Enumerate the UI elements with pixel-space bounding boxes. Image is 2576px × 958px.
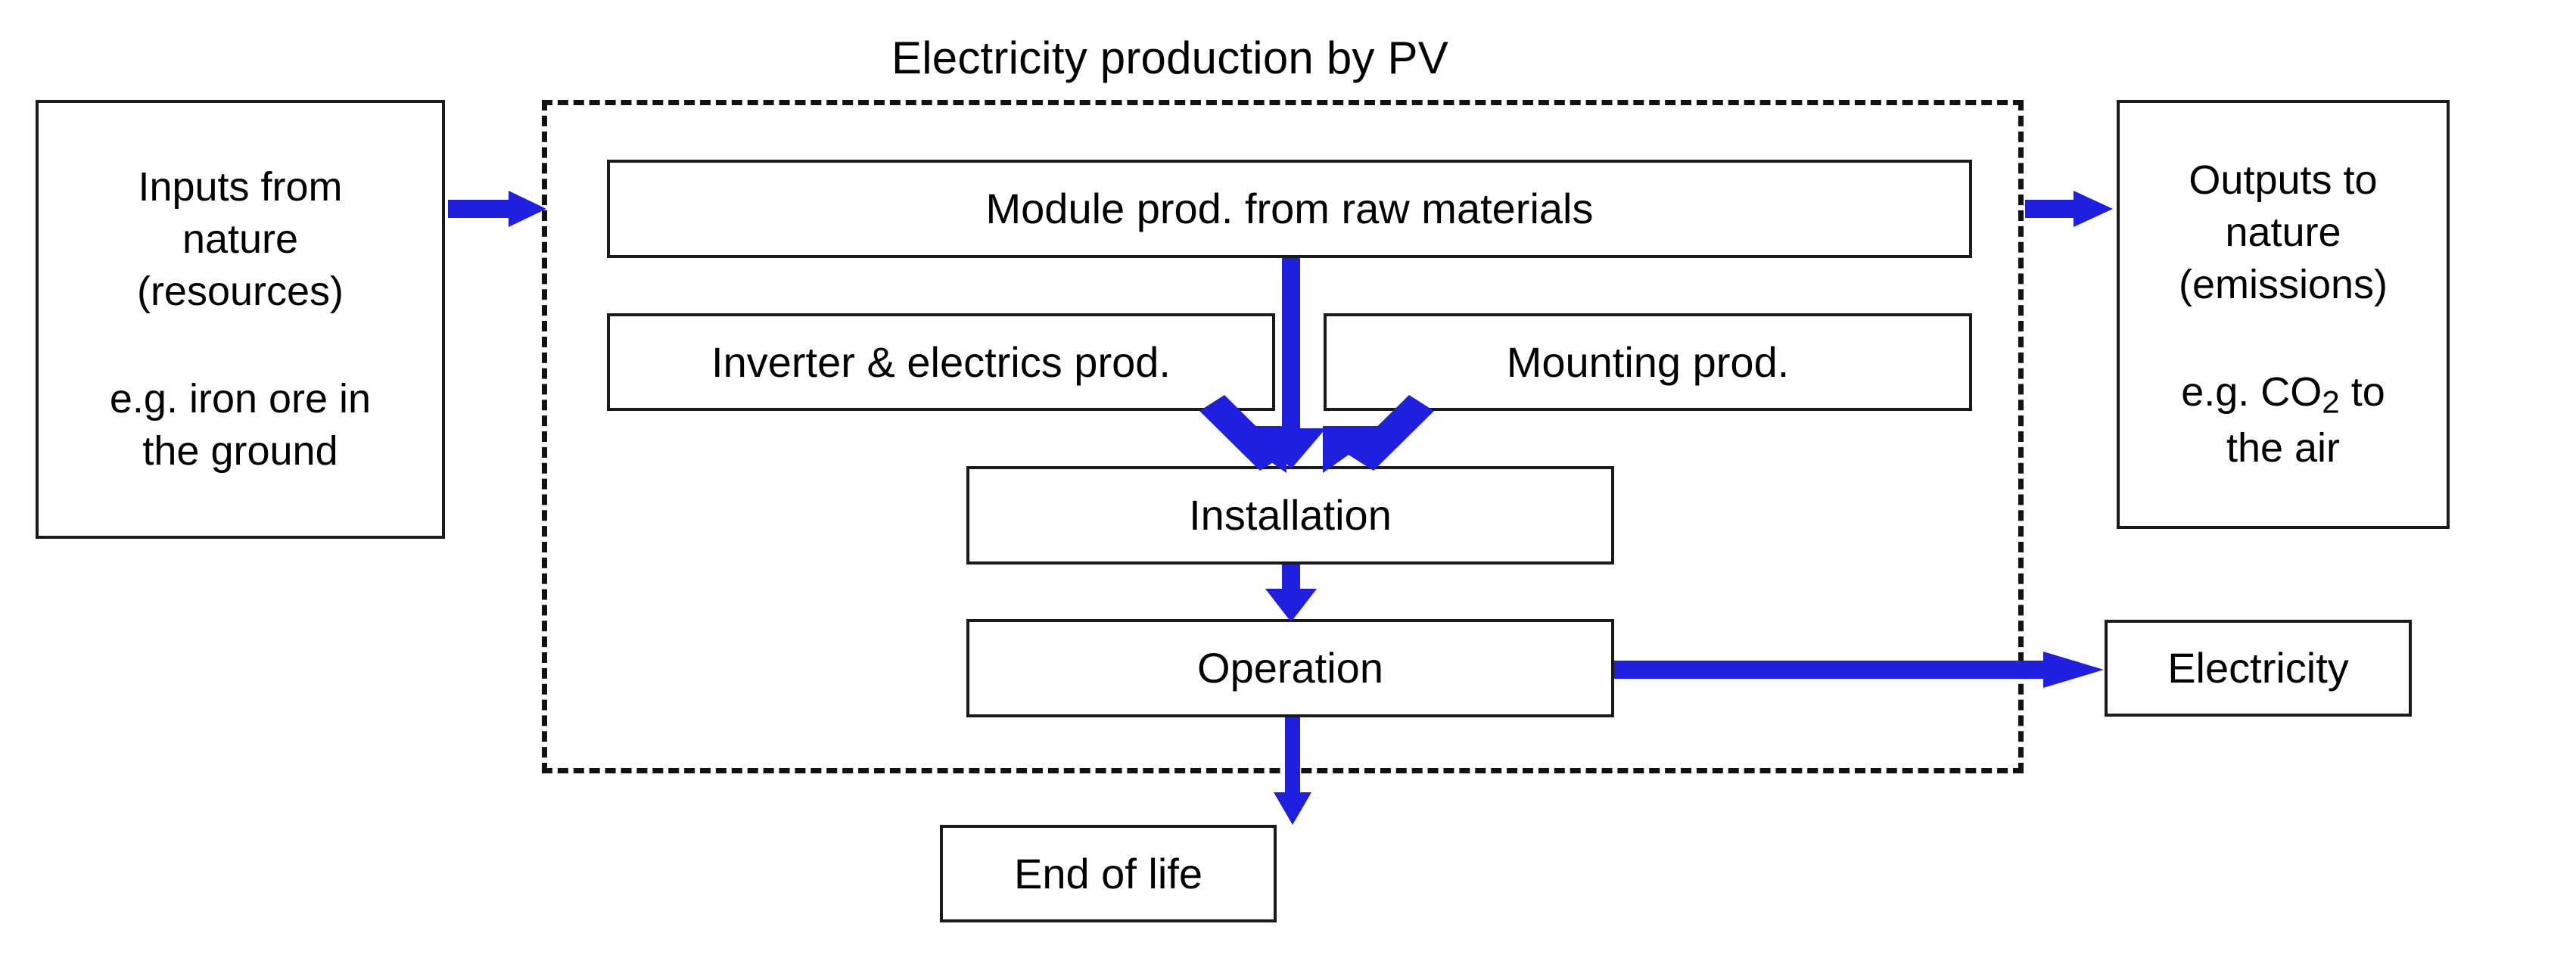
box-inverter-electrics-production[interactable]: Inverter & electrics prod. xyxy=(607,313,1275,411)
box-outputs-line2: nature xyxy=(2225,209,2341,255)
box-inputs-line2: nature xyxy=(182,216,299,262)
box-inverter-label: Inverter & electrics prod. xyxy=(711,337,1171,386)
box-inputs-line1: Inputs from xyxy=(138,163,343,210)
box-module-production[interactable]: Module prod. from raw materials xyxy=(607,160,1972,258)
arrow-system-to-outputs xyxy=(2025,191,2113,227)
box-outputs-example-line2: the air xyxy=(2226,425,2341,471)
box-electricity[interactable]: Electricity xyxy=(2105,620,2412,717)
box-outputs-line1: Outputs to xyxy=(2189,157,2378,203)
box-mounting-label: Mounting prod. xyxy=(1506,337,1790,386)
box-outputs-example-suffix: to xyxy=(2339,369,2385,415)
system-boundary-dashed-box xyxy=(542,100,2024,773)
box-inputs-line3: (resources) xyxy=(136,269,344,314)
box-inputs-example-line2: the ground xyxy=(142,428,338,474)
box-mounting-production[interactable]: Mounting prod. xyxy=(1324,313,1972,411)
box-end-of-life-label: End of life xyxy=(1013,849,1203,897)
box-inputs-example-line1: e.g. iron ore in xyxy=(109,376,372,421)
box-installation[interactable]: Installation xyxy=(966,466,1614,565)
box-outputs-line3: (emissions) xyxy=(2178,261,2388,307)
box-outputs-text: Outputs to nature (emissions) e.g. CO2 t… xyxy=(2120,154,2447,475)
box-operation[interactable]: Operation xyxy=(966,619,1614,717)
box-installation-label: Installation xyxy=(1189,491,1392,540)
system-boundary-title: Electricity production by PV xyxy=(891,33,1448,83)
box-operation-label: Operation xyxy=(1197,644,1383,692)
box-outputs-example-subscript: 2 xyxy=(2322,384,2340,420)
box-inputs-from-nature[interactable]: Inputs from nature (resources) e.g. iron… xyxy=(36,100,445,539)
box-end-of-life[interactable]: End of life xyxy=(940,825,1277,922)
box-module-label: Module prod. from raw materials xyxy=(985,185,1594,233)
arrow-inputs-to-system xyxy=(448,191,546,227)
box-inputs-text: Inputs from nature (resources) e.g. iron… xyxy=(39,161,442,477)
box-outputs-to-nature[interactable]: Outputs to nature (emissions) e.g. CO2 t… xyxy=(2117,100,2450,529)
box-electricity-label: Electricity xyxy=(2167,644,2349,692)
box-outputs-example-prefix: e.g. CO xyxy=(2181,369,2322,415)
